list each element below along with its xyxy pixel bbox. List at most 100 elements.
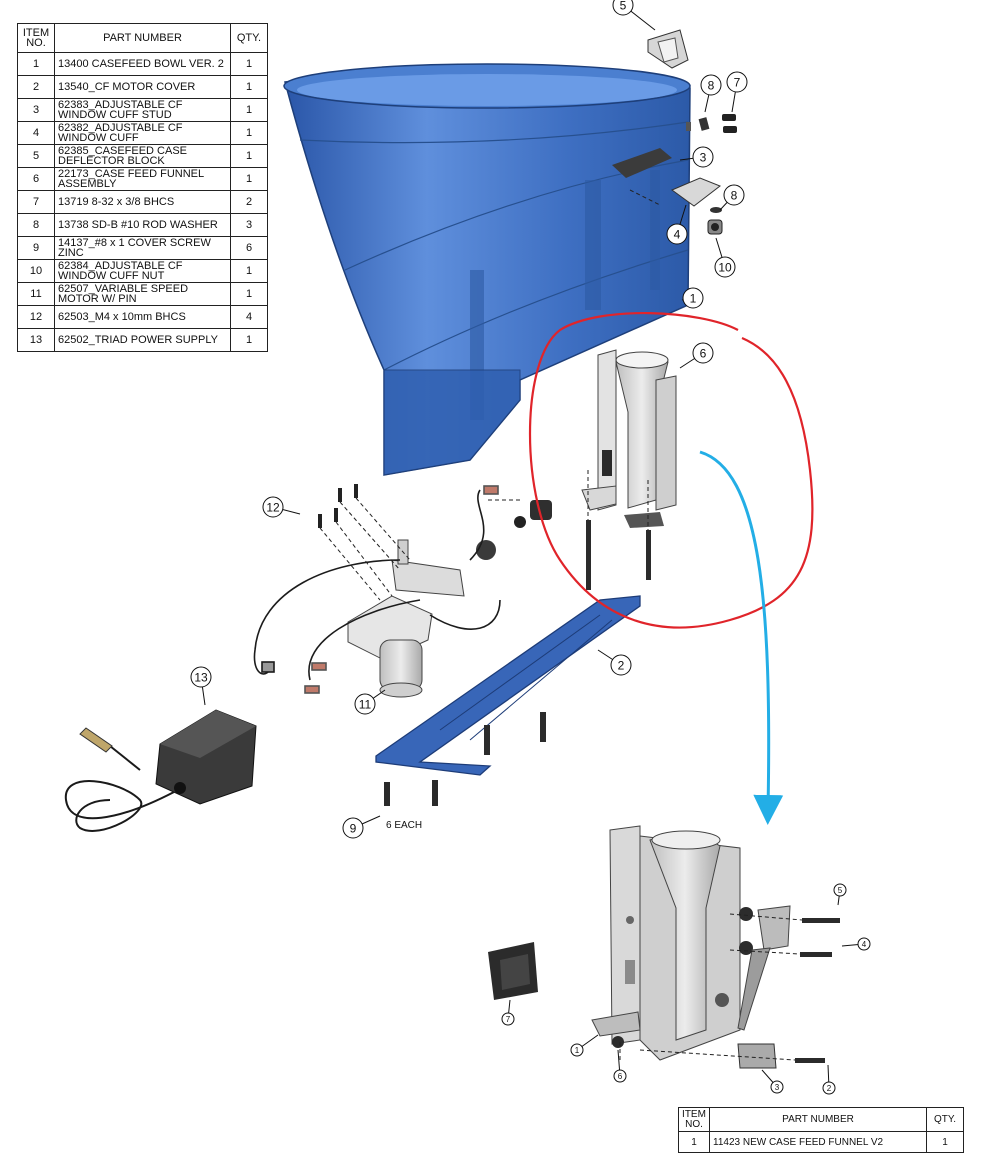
callout-balloon: 2 — [822, 1064, 836, 1095]
callout-balloon: 12 — [262, 496, 301, 518]
callout-balloon: 4 — [841, 937, 871, 951]
bom-qty-cell: 1 — [230, 75, 268, 99]
callout-balloon: 13 — [190, 666, 212, 706]
callout-balloon: 6 — [613, 1049, 627, 1083]
bom-item-cell: 6 — [17, 167, 55, 191]
m4-screws — [318, 484, 358, 528]
bom-qty-cell: 2 — [230, 190, 268, 214]
bom-qty-cell: 6 — [230, 236, 268, 260]
bom-qty-cell: 1 — [230, 98, 268, 122]
dashed-assembly-lines — [319, 189, 661, 601]
detail-col-header-qty: QTY. — [926, 1107, 964, 1132]
window-cuff — [670, 177, 722, 207]
bom-part-cell: 11423 NEW CASE FEED FUNNEL V2 — [709, 1131, 927, 1153]
bom-detail-header-row: ITEM NO. PART NUMBER QTY. — [678, 1107, 964, 1132]
callout-balloon: 3 — [679, 146, 714, 168]
callout-number: 7 — [734, 75, 741, 89]
bom-qty-cell: 1 — [926, 1131, 964, 1153]
rod-washer — [710, 207, 722, 213]
triad-power-supply — [64, 709, 257, 832]
detail-col-header-item: ITEM NO. — [678, 1107, 710, 1132]
callout-number: 3 — [700, 150, 707, 164]
detail-arrow — [699, 450, 784, 825]
bom-part-cell: 13719 8-32 x 3/8 BHCS — [54, 190, 231, 214]
callout-balloon: 1 — [681, 287, 704, 309]
callout-number: 8 — [731, 188, 738, 202]
bom-part-cell: 62385_CASEFEED CASE DEFLECTOR BLOCK — [54, 144, 231, 168]
callout-balloon: 4 — [666, 204, 688, 245]
callout-balloon: 11 — [354, 689, 386, 715]
callout-number: 2 — [827, 1084, 832, 1093]
callout-number: 1 — [690, 291, 697, 305]
callout-number: 2 — [618, 658, 625, 672]
callout-number: 11 — [359, 697, 372, 711]
callout-number: 6 — [700, 346, 707, 360]
highlight-circle — [529, 312, 814, 629]
bom-item-cell: 11 — [17, 282, 55, 306]
bom-part-cell: 62502_TRIAD POWER SUPPLY — [54, 328, 231, 352]
callout-balloon: 7 — [726, 71, 748, 113]
bom-qty-cell: 1 — [230, 167, 268, 191]
callout-number: 6 — [618, 1072, 623, 1081]
deflector-block — [647, 29, 689, 69]
callout-balloon: 9 — [342, 815, 381, 839]
bom-item-cell: 1 — [678, 1131, 710, 1153]
col-header-part: PART NUMBER — [54, 23, 231, 53]
callout-number: 13 — [194, 670, 208, 684]
callout-number: 9 — [350, 821, 357, 835]
six-each-note: 6 EACH — [386, 820, 422, 831]
col-header-qty: QTY. — [230, 23, 268, 53]
callout-number: 4 — [674, 227, 681, 241]
detail-dashed-lines — [619, 913, 803, 1061]
callout-number: 5 — [838, 886, 843, 895]
callout-balloons-detail: 1 2 3 4 5 6 7 — [501, 883, 871, 1095]
bom-item-cell: 5 — [17, 144, 55, 168]
callout-balloon: 7 — [501, 999, 515, 1026]
callout-balloon: 8 — [700, 74, 722, 113]
bom-part-cell: 62382_ADJUSTABLE CF WINDOW CUFF — [54, 121, 231, 145]
bom-item-cell: 12 — [17, 305, 55, 329]
callout-number: 7 — [506, 1015, 511, 1024]
casefeed-bowl — [283, 63, 691, 476]
callout-balloon: 2 — [597, 649, 632, 676]
detail-col-header-part: PART NUMBER — [709, 1107, 927, 1132]
bom-qty-cell: 1 — [230, 121, 268, 145]
callout-balloon: 10 — [714, 237, 736, 278]
bom-qty-cell: 1 — [230, 328, 268, 352]
callout-number: 5 — [620, 0, 627, 12]
cover-screws — [384, 780, 438, 806]
callout-number: 1 — [575, 1046, 580, 1055]
callout-balloon: 3 — [761, 1069, 784, 1094]
col-header-item: ITEM NO. — [17, 23, 55, 53]
bom-header-row: ITEM NO. PART NUMBER QTY. — [17, 23, 268, 53]
callout-balloon: 6 — [679, 342, 714, 369]
callout-number: 10 — [718, 260, 732, 274]
callout-number: 12 — [266, 500, 280, 514]
bom-qty-cell: 4 — [230, 305, 268, 329]
bom-part-cell: 13400 CASEFEED BOWL VER. 2 — [54, 52, 231, 76]
detail-funnel-view — [488, 825, 840, 1069]
window-cuff-stud — [612, 148, 672, 178]
bom-item-cell: 3 — [17, 98, 55, 122]
motor-cover — [375, 595, 641, 776]
bom-item-cell: 13 — [17, 328, 55, 352]
bom-part-cell: 13540_CF MOTOR COVER — [54, 75, 231, 99]
callout-number: 3 — [775, 1083, 780, 1092]
